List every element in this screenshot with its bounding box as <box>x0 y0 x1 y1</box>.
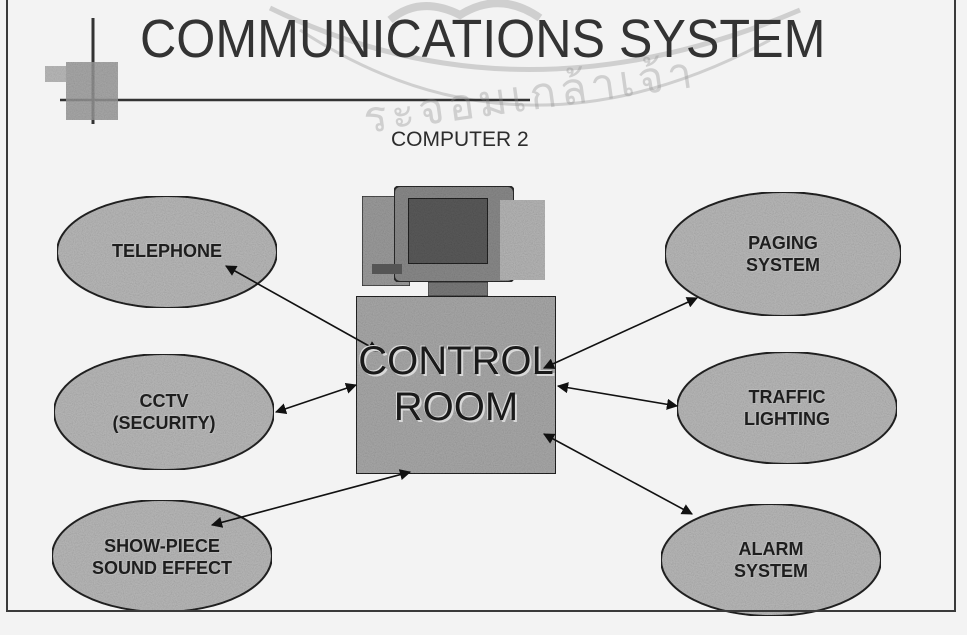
paging-connector <box>542 297 699 369</box>
slide-frame <box>6 0 956 612</box>
traffic-connector <box>556 382 679 410</box>
telephone-connector <box>225 265 379 352</box>
alarm-label: ALARM SYSTEM <box>733 539 808 581</box>
cctv-label: CCTV (SECURITY) <box>112 391 216 433</box>
control-room-label: CONTROL ROOM <box>358 339 554 429</box>
telephone-label: TELEPHONE <box>111 241 222 261</box>
cctv-node <box>53 353 275 471</box>
showpiece-label: SHOW-PIECE SOUND EFFECT <box>91 536 232 578</box>
connectors <box>210 265 699 528</box>
alarm-connector <box>543 433 693 515</box>
showpiece-connector <box>210 469 412 528</box>
watermark-seal <box>268 0 801 107</box>
control-room-box <box>355 295 557 475</box>
traffic-label: TRAFFIC LIGHTING <box>744 387 830 429</box>
cctv-connector <box>274 382 358 415</box>
showpiece-node <box>51 499 273 613</box>
computer-label: COMPUTER 2 <box>391 128 529 151</box>
paging-node <box>664 191 902 317</box>
paging-label: PAGING SYSTEM <box>745 233 820 275</box>
slide-title: COMMUNICATIONS SYSTEM <box>140 9 826 69</box>
title-rules <box>45 18 530 124</box>
computer-icon <box>361 185 545 297</box>
alarm-node <box>660 503 882 617</box>
telephone-node <box>56 195 278 309</box>
